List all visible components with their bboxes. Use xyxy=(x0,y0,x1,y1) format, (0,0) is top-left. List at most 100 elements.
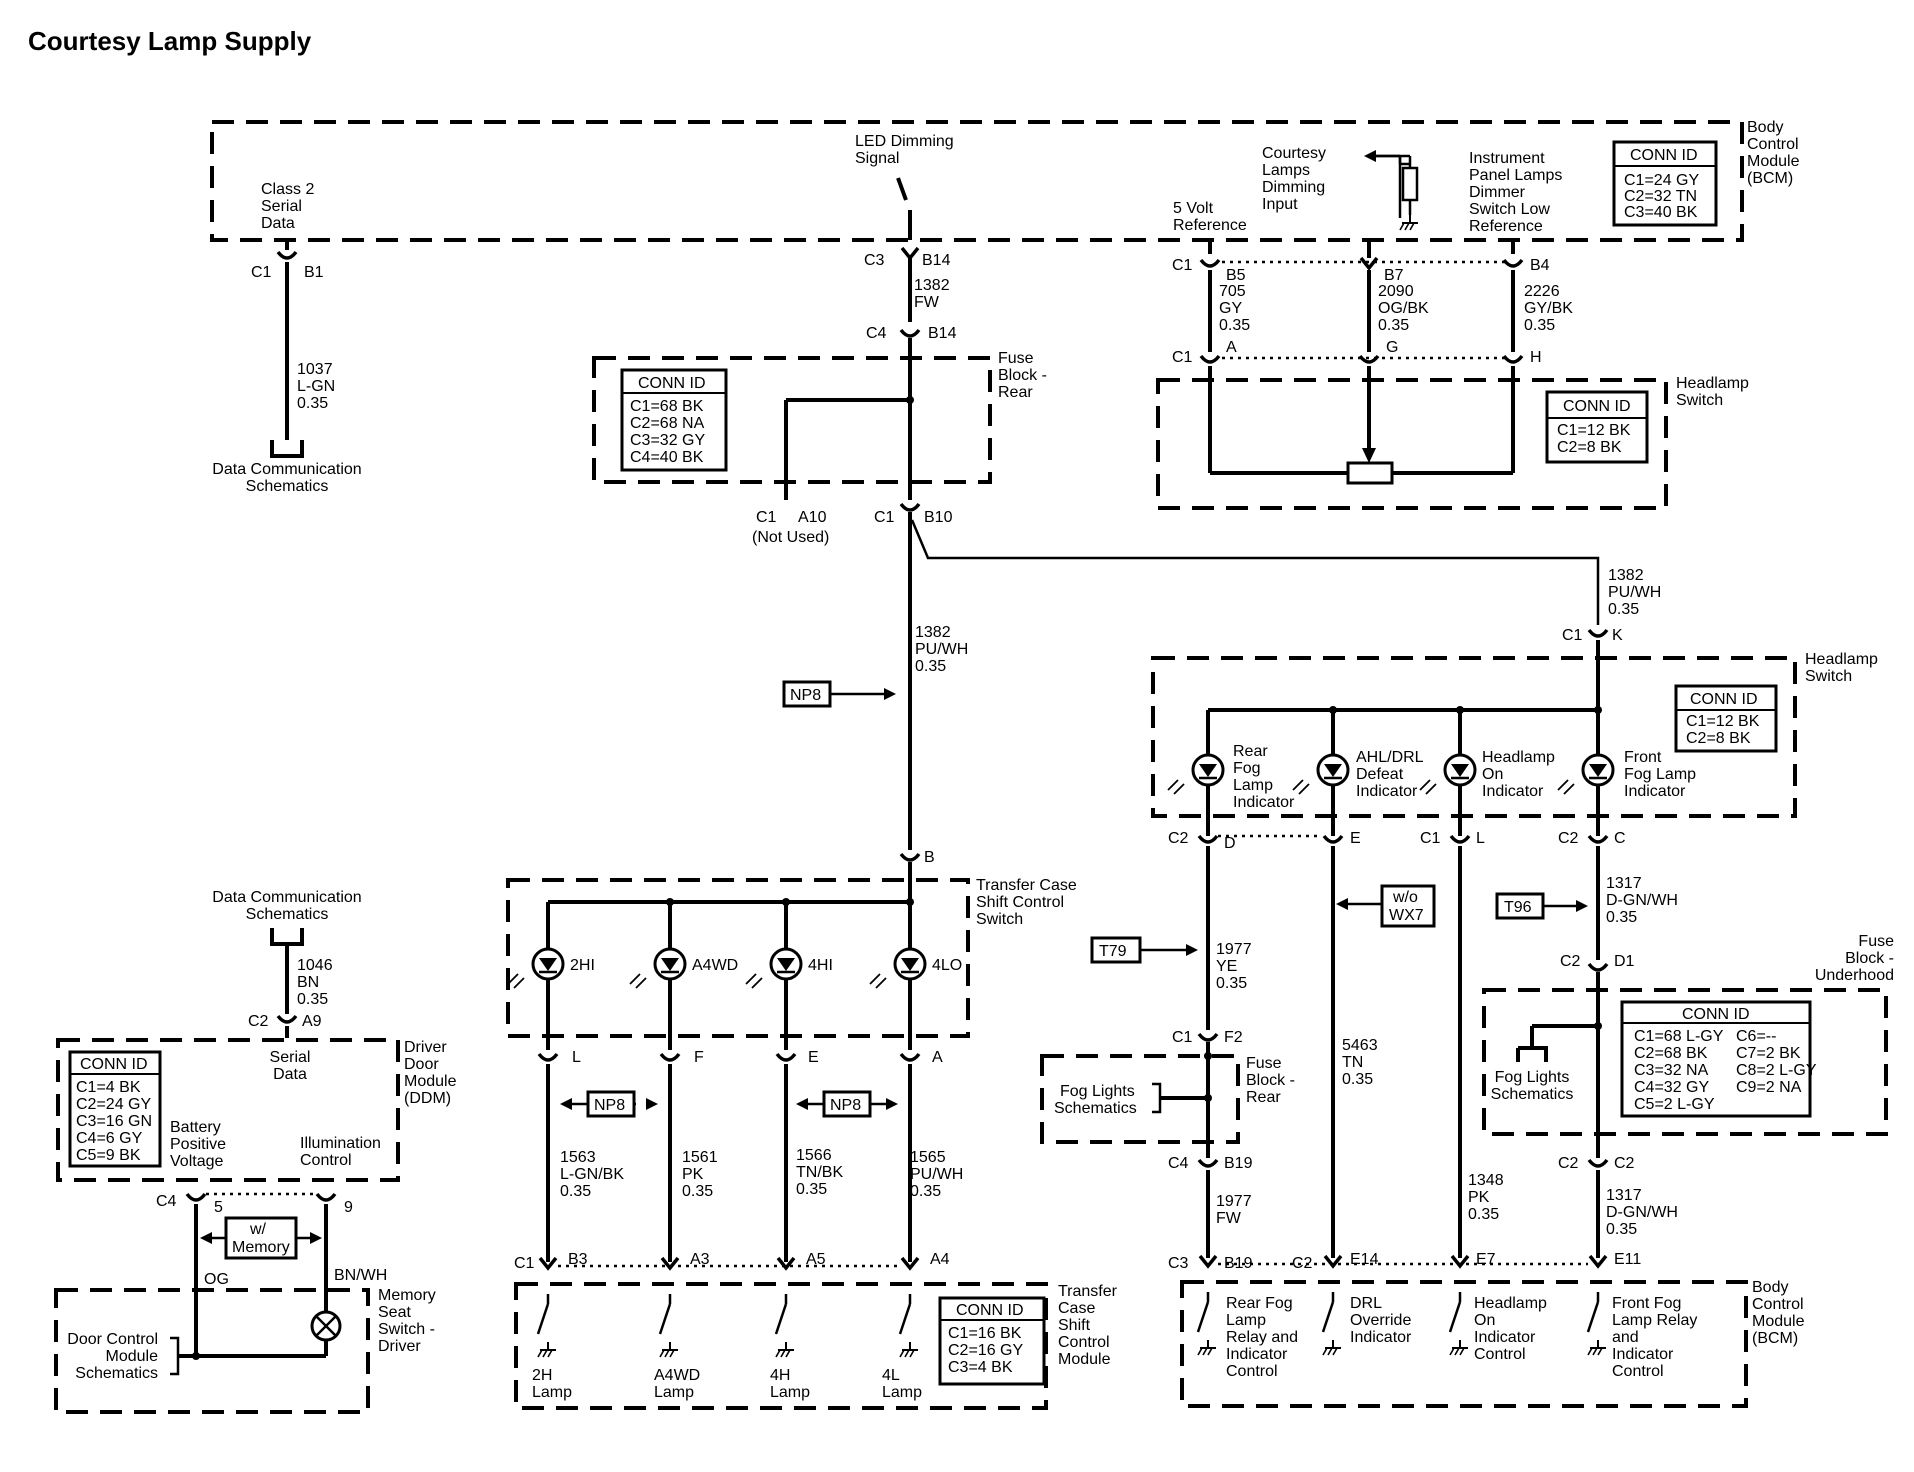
svg-text:B: B xyxy=(924,849,935,866)
led-4hi-label: 4HI xyxy=(808,957,833,974)
svg-text:CONN ID: CONN ID xyxy=(1690,691,1758,708)
svg-text:B19: B19 xyxy=(1224,1155,1253,1172)
headlamp-switch-mid-box xyxy=(1151,656,1797,818)
wire-1382-branch xyxy=(910,519,1600,625)
led-4lo-label: 4LO xyxy=(932,957,962,974)
led-2hi-icon xyxy=(506,947,565,990)
svg-text:E: E xyxy=(1350,830,1361,847)
svg-text:T79: T79 xyxy=(1099,943,1127,960)
bnwh-label: BN/WH xyxy=(334,1267,387,1284)
svg-text:C4: C4 xyxy=(156,1193,177,1210)
svg-text:C2: C2 xyxy=(1614,1155,1635,1172)
svg-text:C1: C1 xyxy=(874,509,895,526)
led-dim-connector: C3 B14 xyxy=(864,246,951,269)
svg-text:NP8: NP8 xyxy=(790,687,821,704)
svg-text:(Not Used): (Not Used) xyxy=(752,529,829,546)
memory-seat-box xyxy=(54,1288,370,1414)
fuse-rear-c1-b10: C1 B10 xyxy=(874,502,953,526)
svg-text:C1: C1 xyxy=(1562,627,1583,644)
ddm-box xyxy=(56,1038,400,1182)
svg-text:w/Memory: w/Memory xyxy=(232,1221,290,1256)
led-front-fog-icon xyxy=(1556,753,1615,796)
svg-text:T96: T96 xyxy=(1504,899,1532,916)
svg-text:B5: B5 xyxy=(1226,267,1246,284)
svg-text:C4: C4 xyxy=(1168,1155,1189,1172)
svg-text:CONN ID: CONN ID xyxy=(1630,147,1698,164)
svg-text:E11: E11 xyxy=(1614,1251,1641,1268)
svg-text:A10: A10 xyxy=(798,509,827,526)
svg-text:CONN ID: CONN ID xyxy=(638,375,706,392)
svg-text:A: A xyxy=(1226,339,1237,356)
svg-text:C1: C1 xyxy=(1420,830,1441,847)
svg-text:A5: A5 xyxy=(806,1251,826,1268)
tccm-box xyxy=(514,1282,1048,1410)
led-a4wd-label: A4WD xyxy=(692,957,738,974)
svg-text:B19: B19 xyxy=(1224,1255,1253,1272)
svg-text:K: K xyxy=(1612,627,1623,644)
svg-text:B3: B3 xyxy=(568,1251,588,1268)
svg-text:L: L xyxy=(572,1049,581,1066)
svg-text:B10: B10 xyxy=(924,509,953,526)
fuse-block-underhood-box xyxy=(1482,988,1888,1136)
svg-text:F: F xyxy=(694,1049,704,1066)
class2-connector: C1 B1 xyxy=(251,240,324,281)
led-4hi-icon xyxy=(744,947,803,990)
np8-pair-right: NP8 xyxy=(796,1090,898,1118)
svg-text:CONN ID: CONN ID xyxy=(1563,398,1631,415)
svg-text:C2: C2 xyxy=(248,1013,269,1030)
svg-text:CONN ID: CONN ID xyxy=(80,1056,148,1073)
led-a4wd-icon xyxy=(628,947,687,990)
svg-text:B7: B7 xyxy=(1384,267,1404,284)
fuse-rear-c4: C4 B14 xyxy=(866,325,957,342)
hs-top-conns: C1 B5 B7 B4 xyxy=(1172,256,1550,284)
svg-text:C2: C2 xyxy=(1292,1255,1313,1272)
tccm-conns: C1 B3 A3 A5 A4 xyxy=(514,1251,950,1272)
fuse-rear2-f2: C1 F2 xyxy=(1172,1029,1243,1046)
ddm-out-conns: C4 5 9 xyxy=(156,1192,353,1216)
svg-text:F2: F2 xyxy=(1224,1029,1243,1046)
np8-tag: NP8 xyxy=(782,680,896,708)
led-ahl-icon xyxy=(1291,753,1350,796)
svg-text:A9: A9 xyxy=(302,1013,322,1030)
lamp-bulb-icon xyxy=(310,1310,342,1342)
svg-text:A: A xyxy=(932,1049,943,1066)
